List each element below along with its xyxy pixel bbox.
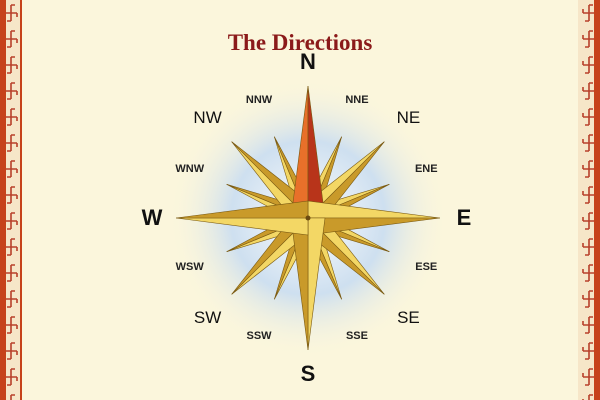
label-w: W — [141, 205, 163, 230]
label-nne: NNE — [345, 93, 369, 106]
label-nnw: NNW — [245, 93, 273, 106]
label-sse: SSE — [345, 330, 368, 343]
page-title: The Directions — [227, 30, 373, 55]
point-w-right — [175, 200, 309, 219]
right-decorative-border — [578, 0, 600, 400]
left-decorative-border — [0, 0, 22, 400]
compass-center — [305, 215, 311, 221]
label-wsw: WSW — [175, 260, 204, 273]
label-nw: NW — [193, 107, 222, 127]
label-e: E — [456, 205, 472, 230]
label-n: N — [300, 49, 316, 74]
label-wnw: WNW — [175, 163, 205, 176]
label-se: SE — [397, 308, 420, 328]
label-s: S — [300, 361, 316, 386]
label-ne: NE — [396, 107, 421, 127]
label-ssw: SSW — [246, 330, 272, 343]
label-sw: SW — [193, 308, 222, 328]
label-ese: ESE — [415, 260, 438, 273]
label-ene: ENE — [414, 163, 438, 176]
